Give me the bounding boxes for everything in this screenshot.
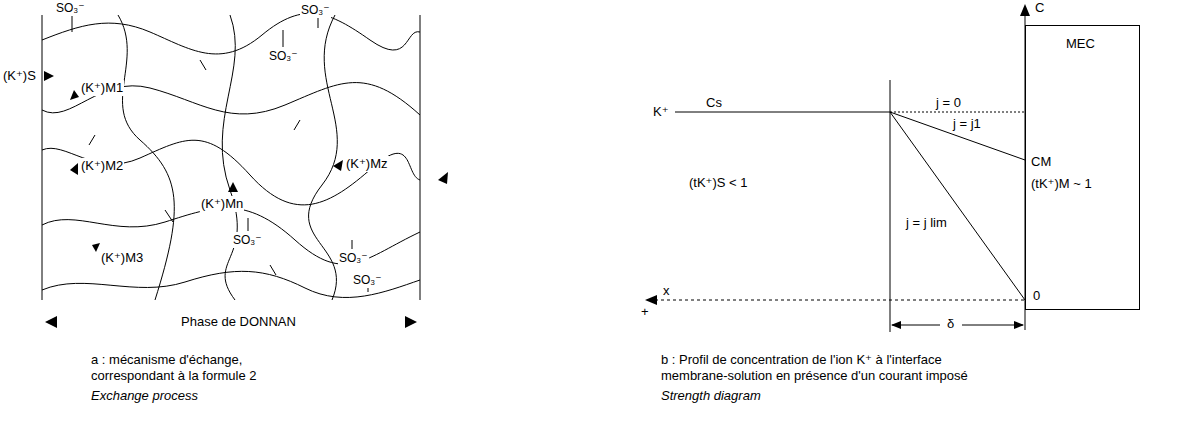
group-formula: SO₃⁻ — [55, 0, 86, 16]
dimension-line — [962, 325, 1023, 326]
ion-label: (K⁺)Mz — [345, 156, 389, 172]
exchange-arrows — [44, 71, 448, 328]
concentration-profile — [655, 14, 1025, 332]
ion-label: (K⁺)Mn — [200, 196, 244, 212]
membrane-boundary — [420, 15, 421, 300]
current-label: j = j1 — [952, 116, 982, 132]
axis-sign: + — [640, 304, 650, 320]
polymer-chain — [222, 15, 237, 300]
caption-english: Strength diagram — [660, 388, 762, 404]
ion-label: (K⁺)S — [2, 68, 37, 84]
group-formula: SO₃⁻ — [232, 232, 263, 248]
arrowhead — [228, 182, 238, 192]
axis-arrows — [645, 4, 1030, 329]
transport-number: (tK⁺)S < 1 — [688, 175, 749, 191]
arrowhead — [1014, 321, 1024, 329]
x-axis — [655, 300, 1025, 301]
group-formula: SO₃⁻ — [300, 2, 331, 18]
membrane-drawing — [42, 13, 420, 300]
ion-label: (K⁺)M3 — [100, 250, 144, 266]
crosslink-mark — [89, 60, 388, 275]
group-formula: SO₃⁻ — [352, 272, 383, 288]
arrowhead — [438, 172, 448, 184]
current-label: j = 0 — [935, 95, 962, 111]
concentration-label: Cs — [705, 95, 723, 111]
profile-j1 — [890, 112, 1025, 160]
group-formula: SO₃⁻ — [338, 250, 369, 266]
axis-label: C — [1034, 0, 1045, 16]
caption: a : mécanisme d'échange, correspondant à… — [90, 352, 297, 384]
profile-jlim — [890, 112, 1025, 300]
arrowhead — [70, 90, 79, 100]
phase-label: Phase de DONNAN — [180, 314, 297, 330]
ion-label: (K⁺)M2 — [80, 158, 124, 174]
group-formula: SO₃⁻ — [268, 48, 299, 64]
ion-label: K⁺ — [652, 104, 670, 120]
axis-label: x — [662, 283, 671, 299]
dimension-label: δ — [946, 316, 955, 332]
box-text: (tK⁺)M ~ 1 — [1031, 176, 1092, 192]
current-label: j = j lim — [905, 215, 948, 231]
arrowhead — [92, 243, 100, 252]
arrowhead — [1020, 4, 1030, 16]
box-text: CM — [1031, 154, 1051, 170]
polymer-chain — [309, 15, 338, 300]
membrane-boundary — [42, 15, 43, 300]
box-text: MEC — [1066, 36, 1095, 52]
arrowhead — [333, 160, 343, 171]
box-text: 0 — [1033, 288, 1040, 304]
arrowhead — [70, 163, 78, 175]
arrowhead — [891, 321, 901, 329]
membrane-box: MEC CM (tK⁺)M ~ 1 0 — [1025, 25, 1140, 310]
caption: b : Profil de concentration de l'ion K⁺ … — [660, 352, 1007, 384]
arrowhead — [44, 71, 54, 81]
ion-label: (K⁺)M1 — [80, 80, 124, 96]
sulfonate-bond — [72, 16, 368, 292]
caption-english: Exchange process — [90, 388, 199, 404]
arrowhead — [45, 316, 57, 328]
profile-j0 — [890, 112, 1025, 113]
bulk-concentration-line — [675, 112, 890, 113]
arrowhead — [405, 316, 417, 328]
diffusion-layer-boundary — [890, 80, 891, 332]
